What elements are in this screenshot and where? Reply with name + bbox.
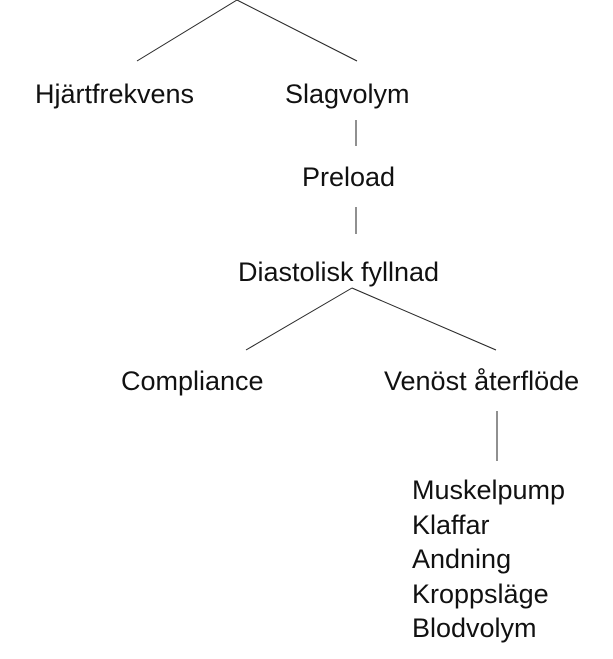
factor-item-valves: Klaffar <box>412 509 490 540</box>
node-venous-return: Venöst återflöde <box>384 366 580 396</box>
node-stroke-volume: Slagvolym <box>285 79 410 109</box>
factor-item-body-position: Kroppsläge <box>412 578 549 609</box>
connector-diastolic-to-venous-return <box>351 287 497 351</box>
factor-item-muscle-pump: Muskelpump <box>412 475 566 505</box>
venous-return-factor-list: Muskelpump Klaffar Andning Kroppsläge Bl… <box>412 473 565 646</box>
node-preload: Preload <box>302 162 396 192</box>
connector-root-to-heart-rate <box>136 0 238 62</box>
factor-item-breathing: Andning <box>412 544 512 574</box>
connector-diastolic-to-compliance <box>245 287 353 351</box>
node-compliance: Compliance <box>121 366 264 396</box>
node-heart-rate: Hjärtfrekvens <box>35 79 195 109</box>
connector-root-to-stroke-volume <box>236 0 358 62</box>
node-diastolic-filling: Diastolisk fyllnad <box>238 257 440 287</box>
factor-item-blood-volume: Blodvolym <box>412 613 537 643</box>
